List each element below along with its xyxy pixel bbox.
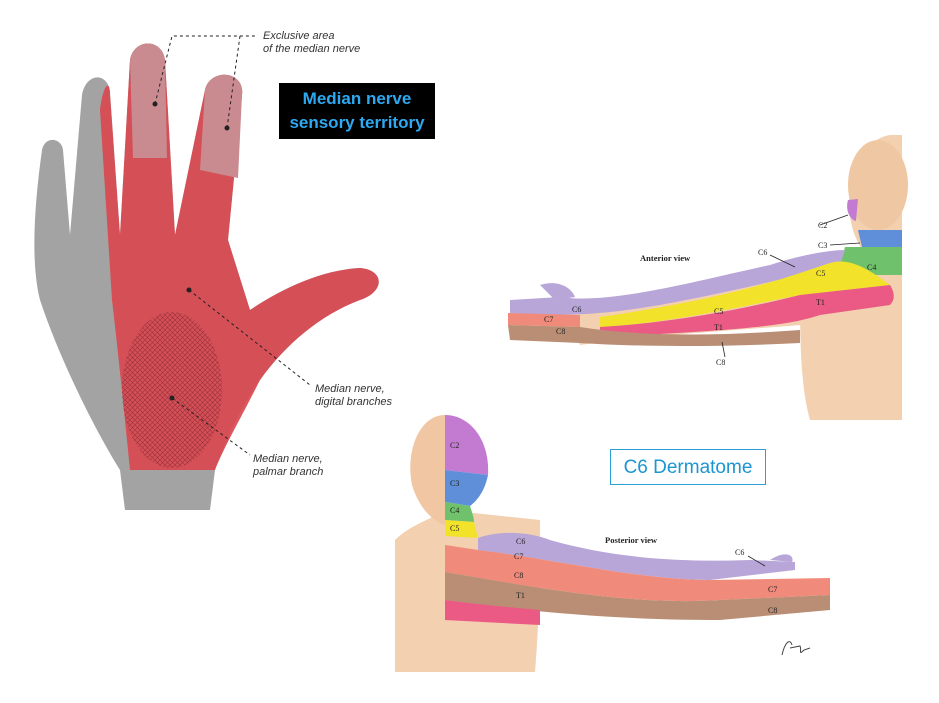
title-line2: sensory territory	[289, 113, 425, 132]
posterior-thumb	[770, 554, 793, 562]
post-label-t1: T1	[516, 591, 525, 600]
leader-lines	[154, 35, 311, 456]
hand-illustration	[34, 35, 379, 510]
ant-label-c6-hand: C6	[572, 305, 581, 314]
ant-label-c6-top: C6	[758, 248, 767, 257]
palmar-branch-caption: Median nerve, palmar branch	[253, 453, 323, 479]
post-t1-band	[445, 600, 540, 625]
post-label-c5: C5	[450, 524, 459, 533]
ant-label-t1-arm: T1	[714, 323, 723, 332]
c6-dermatome-label: C6 Dermatome	[610, 449, 766, 485]
post-c2	[445, 415, 489, 475]
ant-label-c4: C4	[867, 263, 876, 272]
c3-region	[858, 230, 902, 247]
title-line1: Median nerve	[302, 89, 412, 108]
post-label-c4: C4	[450, 506, 459, 515]
exclusive-area-caption: Exclusive area of the median nerve	[263, 30, 360, 56]
median-nerve-title-box: Median nerve sensory territory	[279, 83, 435, 139]
posterior-view-label: Posterior view	[605, 535, 658, 545]
c7-hand-region	[508, 313, 580, 327]
posterior-leaders	[747, 555, 766, 567]
post-label-c8: C8	[514, 571, 523, 580]
post-c8-band	[445, 572, 830, 620]
post-label-c6-hand: C6	[735, 548, 744, 557]
t1-band	[600, 285, 894, 337]
anterior-view-illustration: Anterior view C2 C3 C4 C5 C6 T1 C6 C7 C8…	[508, 135, 908, 420]
c5-band	[600, 261, 890, 327]
leader-dots	[152, 101, 230, 401]
anterior-leaders	[721, 214, 861, 358]
c8-band	[508, 325, 800, 346]
exclusive-line1: Exclusive area	[263, 30, 335, 42]
post-label-c2: C2	[450, 441, 459, 450]
ant-label-c5-arm: C5	[714, 307, 723, 316]
palmar-line1: Median nerve,	[253, 453, 323, 465]
palmar-line2: palmar branch	[253, 466, 324, 478]
anterior-view-label: Anterior view	[640, 253, 691, 263]
anterior-thumb	[540, 283, 575, 300]
posterior-head-left	[410, 415, 445, 525]
netter-signature	[781, 641, 811, 656]
c6-band	[510, 250, 845, 315]
post-label-c3: C3	[450, 479, 459, 488]
exclusive-area-middle	[200, 74, 243, 178]
c2-region	[847, 199, 858, 221]
posterior-body	[395, 510, 445, 672]
exclusive-line2: of the median nerve	[263, 43, 361, 55]
post-c7-band	[445, 545, 830, 602]
post-c3	[445, 470, 488, 506]
palmar-branch-area	[122, 312, 222, 468]
post-c6-band	[478, 532, 795, 580]
ant-label-t1-upper: T1	[816, 298, 825, 307]
post-c4	[445, 502, 474, 522]
posterior-view-illustration: C2 C3 C4 C5 C6 C7 C8 T1 Posterior view C…	[395, 415, 830, 672]
ant-label-c3: C3	[818, 241, 827, 250]
digital-branches-caption: Median nerve, digital branches	[315, 383, 392, 409]
post-label-c7-hand: C7	[768, 585, 777, 594]
post-label-c8-hand: C8	[768, 606, 777, 615]
post-label-c7: C7	[514, 552, 523, 561]
ant-label-c8-hand: C8	[556, 327, 565, 336]
ant-label-c5-shoulder: C5	[816, 269, 825, 278]
exclusive-area-index	[130, 43, 167, 158]
ant-label-c8-arm: C8	[716, 358, 725, 367]
digital-line1: Median nerve,	[315, 383, 385, 395]
anterior-head	[848, 140, 908, 230]
post-label-c6-top: C6	[516, 537, 525, 546]
digital-line2: digital branches	[315, 396, 393, 408]
post-c5	[445, 520, 478, 538]
ant-label-c2: C2	[818, 221, 827, 230]
ant-label-c7-hand: C7	[544, 315, 553, 324]
